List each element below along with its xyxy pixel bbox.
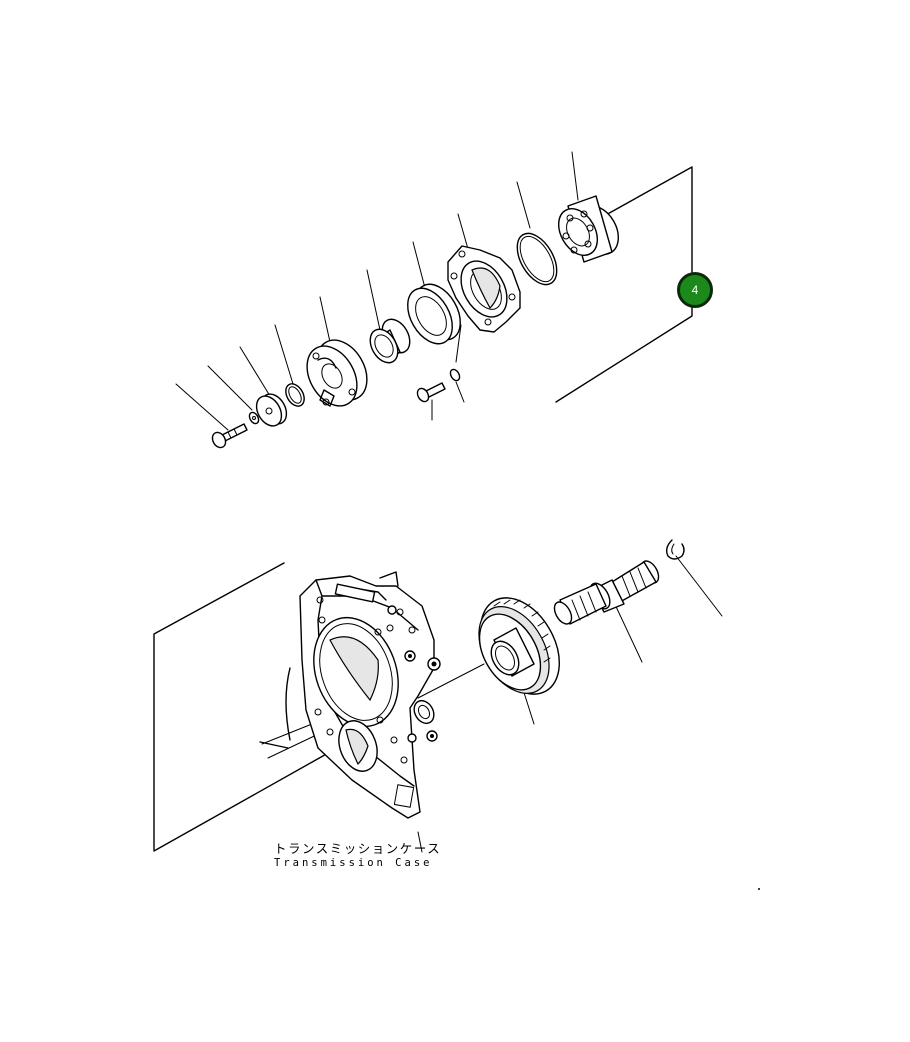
splined-shaft [553,560,660,625]
roller-bearing [557,195,619,263]
bolt-left [211,423,248,449]
retaining-clip [665,539,685,560]
drive-gear [478,597,560,695]
lock-washer [248,411,260,425]
bolt-middle [416,382,446,403]
snap-ring [285,383,305,407]
upper-leader-lines [175,151,579,431]
retainer-housing [447,245,521,333]
stray-mark [758,888,760,890]
part-callout-badge[interactable]: 4 [677,272,713,308]
lower-assembly [153,539,760,890]
lower-group-bracket [153,562,331,852]
spacer-collar [369,318,411,364]
case-label-english: Transmission Case [274,857,433,869]
o-ring [516,232,558,286]
transmission-case [259,571,441,819]
upper-group-bracket [555,166,693,403]
washer-middle [449,368,461,382]
oil-seal [407,283,461,345]
thick-washer [255,393,288,427]
case-label-japanese: トランスミッションケース [274,841,442,856]
part-callout-number: 4 [691,283,699,297]
cam-plate [306,339,368,407]
upper-assembly [175,151,693,449]
